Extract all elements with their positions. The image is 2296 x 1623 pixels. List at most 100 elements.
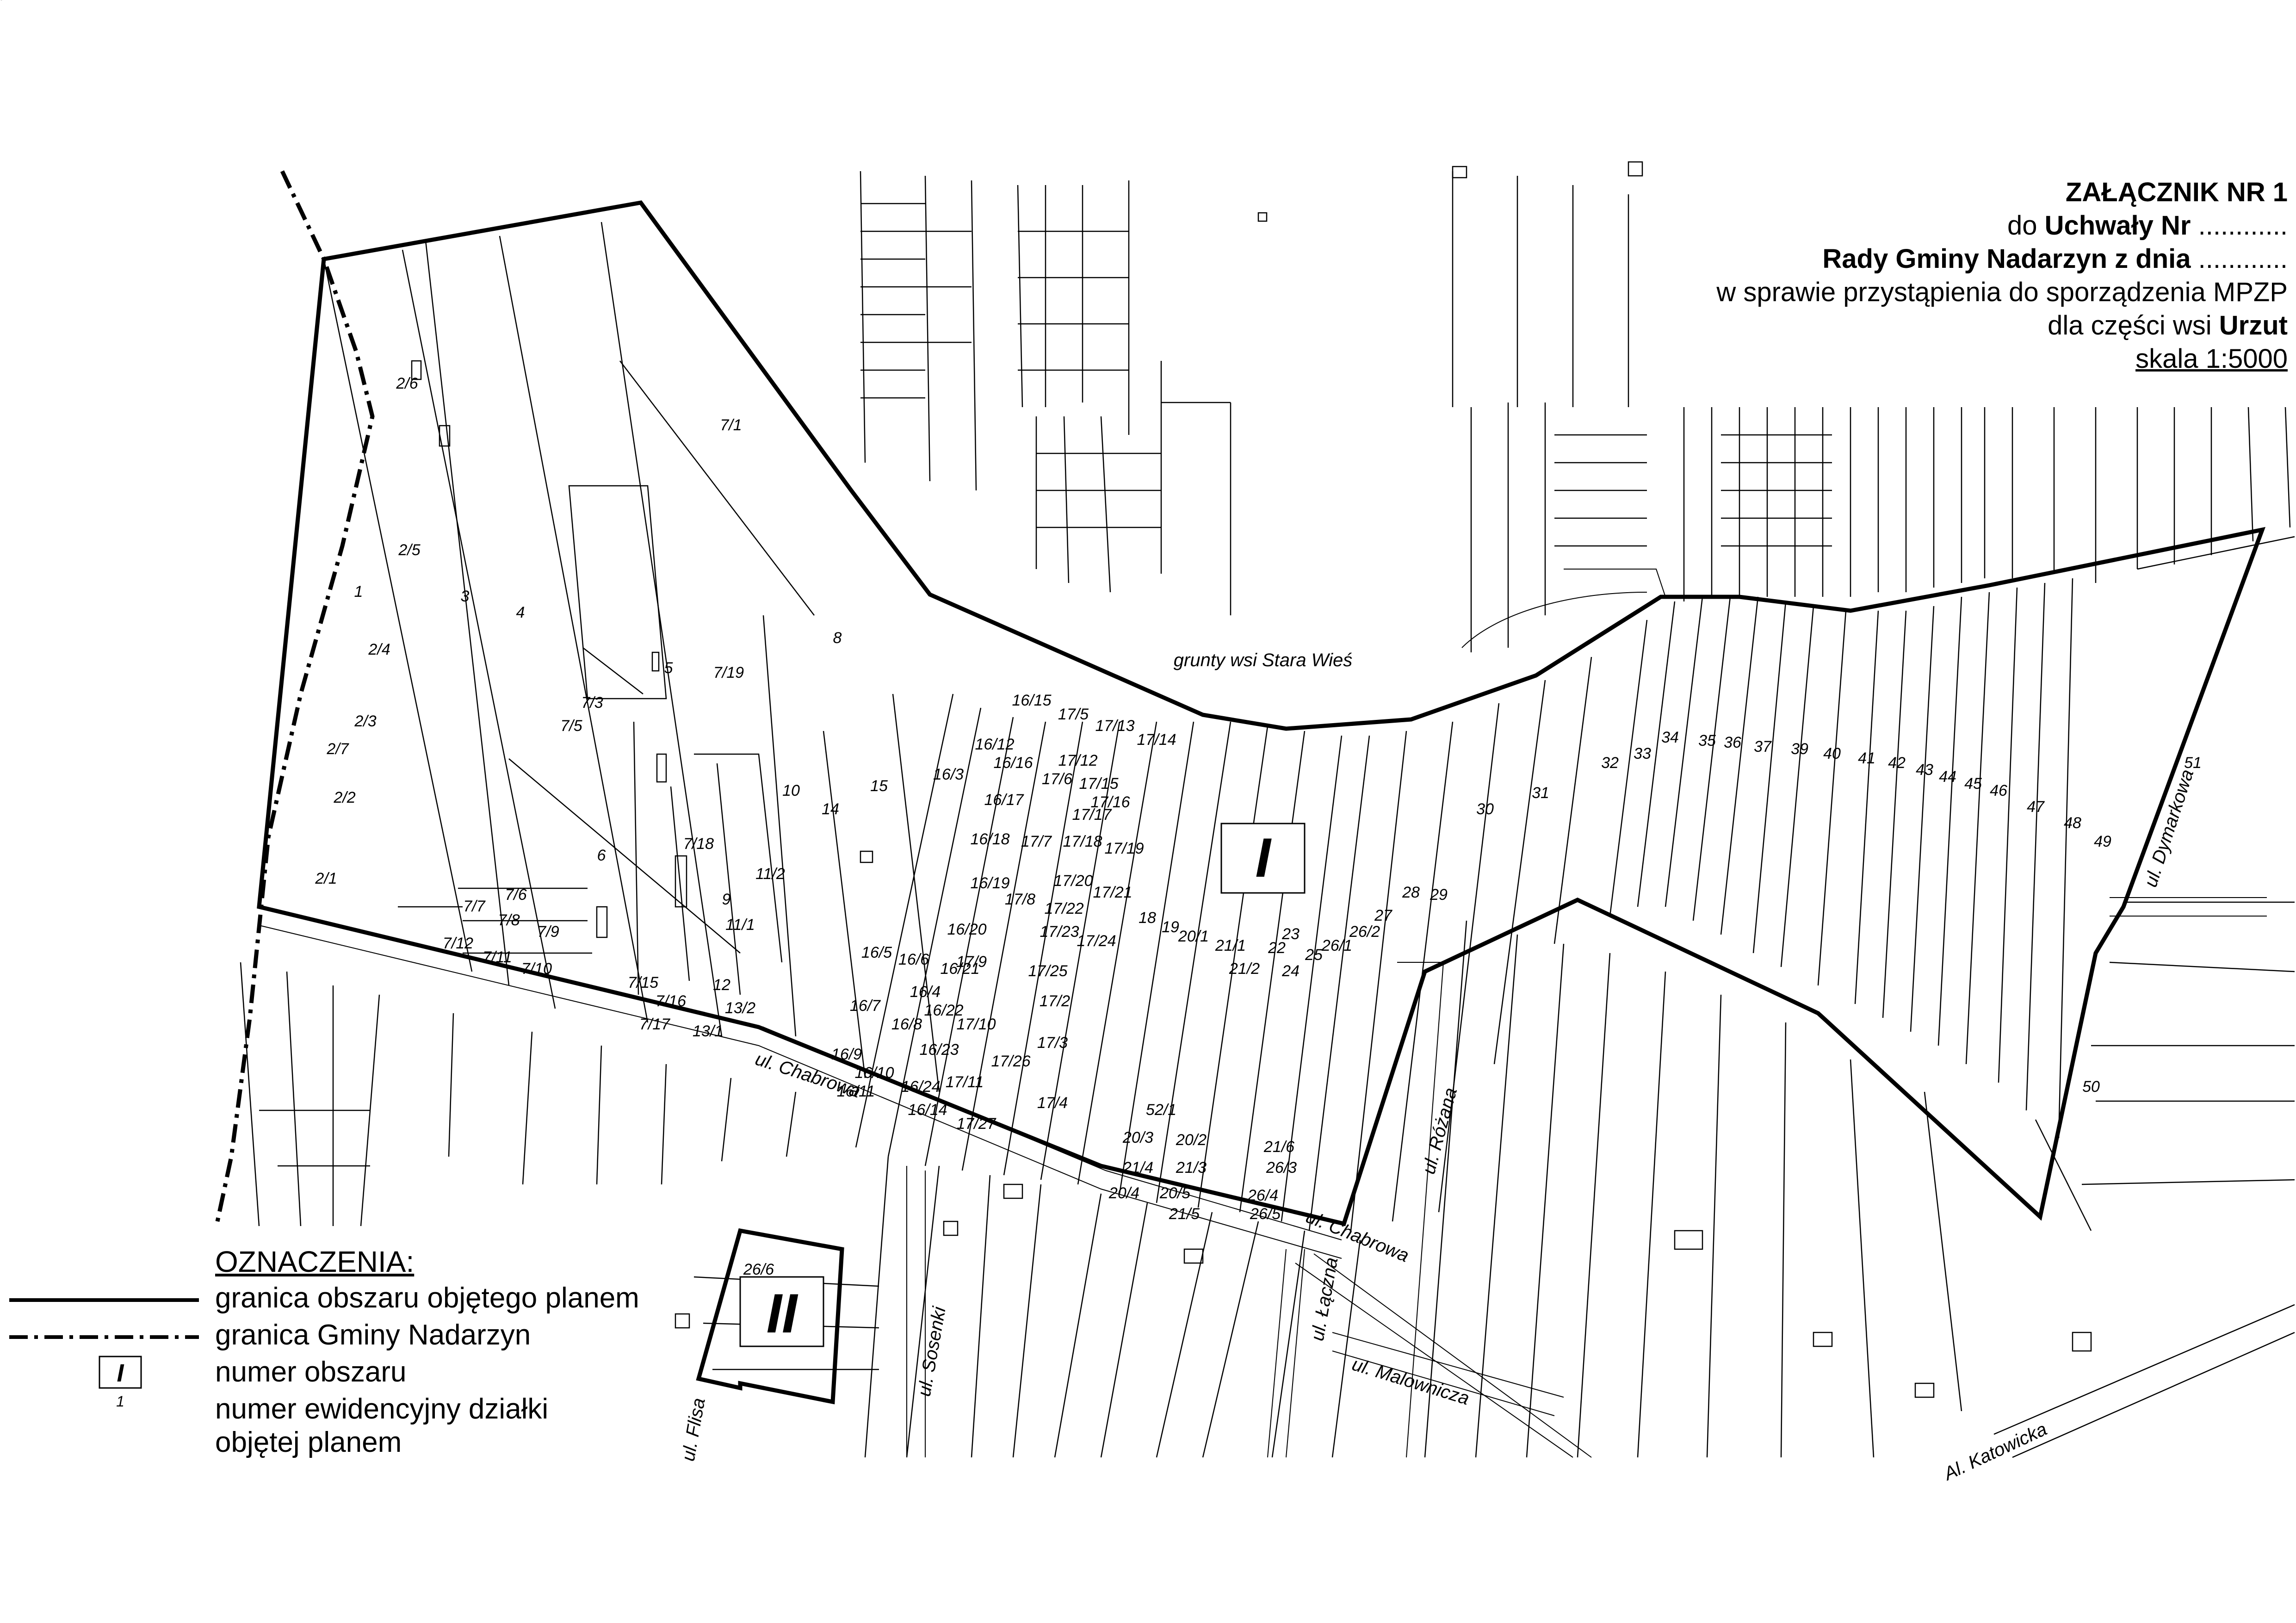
parcel-number: 2/6 (396, 375, 418, 392)
parcel-number: 36 (1724, 734, 1741, 751)
municipality-boundary-line (215, 170, 375, 1222)
parcel-number: 17/20 (1053, 872, 1093, 890)
parcel-number: 16/9 (831, 1046, 862, 1063)
parcel-number: 7/7 (463, 898, 485, 915)
title-subject: w sprawie przystąpienia do sporządzenia … (1716, 277, 2288, 307)
parcel-number: 16/21 (940, 960, 979, 978)
parcel-number: 16/4 (910, 983, 941, 1001)
parcel-number: 22 (1268, 939, 1286, 957)
area-label-II: II (767, 1282, 798, 1344)
parcel-number: 7/5 (560, 717, 582, 735)
parcel-number: 113/14 (0, 0, 24, 4)
parcel-number: 2/3 (354, 712, 376, 730)
parcel-number: 15 (870, 777, 888, 795)
parcel-number: 13/2 (725, 999, 755, 1017)
parcel-number: 20/1 (1178, 928, 1209, 945)
parcel-number: 17/24 (1077, 932, 1116, 950)
parcel-number: 16/24 (901, 1078, 940, 1096)
parcel-number: 11/2 (755, 865, 785, 883)
parcel-number: 17/27 (956, 1115, 996, 1133)
parcel-number: 45 (1964, 775, 1982, 793)
parcel-number: 29 (1430, 886, 1448, 904)
plan-area-boundary-II (696, 1228, 844, 1405)
parcel-number: 2/7 (326, 740, 349, 758)
parcel-number: 16/23 (919, 1041, 959, 1059)
legend-item: I numer obszaru (9, 1356, 657, 1389)
parcel-number: 16/7 (850, 997, 881, 1015)
parcel-number: 49 (2094, 833, 2111, 850)
parcel-number: 16/19 (970, 874, 1009, 892)
parcel-number: 7/6 (505, 886, 526, 904)
legend-item: 1 numer ewidencyjny działki (9, 1393, 657, 1426)
parcel-number: 18 (1139, 909, 1156, 927)
parcel-number: 13/1 (693, 1022, 723, 1040)
parcel-number: 26/6 (743, 1261, 774, 1278)
area-number-box-symbol: I (99, 1356, 142, 1389)
parcel-number: 1 (354, 583, 363, 601)
parcel-number: 7/19 (713, 664, 744, 681)
parcel-number: 37 (1754, 738, 1772, 756)
parcel-number: 7/18 (683, 835, 714, 853)
parcel-number: 11/1 (725, 916, 755, 934)
parcel-number: 5 (664, 659, 673, 677)
title-annex: ZAŁĄCZNIK NR 1 (2065, 177, 2288, 207)
parcel-lines (240, 161, 2295, 1458)
parcel-number: 7/11 (483, 948, 512, 966)
legend-label: numer ewidencyjny działki (215, 1393, 549, 1425)
parcel-number: 27 (1374, 907, 1392, 924)
parcel-number: 7/15 (628, 974, 658, 991)
parcel-number: 21/2 (1229, 960, 1260, 978)
dash-dot-line-symbol (9, 1335, 199, 1339)
parcel-number: 17/5 (1058, 706, 1089, 723)
parcel-number: 43 (1916, 761, 1933, 779)
street-label: ul. Sosenki (914, 1305, 950, 1398)
title-resolution: do Uchwały Nr ............ (2007, 211, 2288, 241)
svg-text:I: I (117, 1359, 124, 1387)
parcel-number: 3 (461, 588, 470, 605)
parcel-number: 17/14 (1137, 731, 1176, 749)
parcel-number: 2/1 (315, 870, 337, 887)
parcel-number: 40 (1823, 745, 1841, 762)
parcel-number: 51 (2184, 754, 2202, 772)
parcel-number: 9 (722, 891, 731, 908)
parcel-number: 26/3 (1266, 1159, 1297, 1177)
parcel-number: 26/4 (1247, 1187, 1278, 1204)
legend-item: objętej planem (9, 1426, 657, 1459)
parcel-number: 17/4 (1037, 1094, 1068, 1112)
parcel-number: 25 (1305, 946, 1323, 964)
parcel-number: 7/9 (537, 923, 559, 941)
area-number-box-II: II (739, 1276, 824, 1347)
parcel-number: 32 (1601, 754, 1619, 772)
parcel-number: 16/18 (970, 830, 1009, 848)
parcel-number: 17/8 (1005, 891, 1035, 908)
parcel-number: 16/8 (891, 1016, 922, 1033)
parcel-number: 17/23 (1040, 923, 1079, 941)
title-block: ZAŁĄCZNIK NR 1 do Uchwały Nr ...........… (1594, 176, 2288, 376)
parcel-number: 17/18 (1063, 833, 1102, 850)
parcel-number: 8 (833, 629, 842, 647)
parcel-number: 17/12 (1058, 752, 1097, 769)
parcel-number: 20/5 (1159, 1184, 1190, 1202)
legend-label: granica obszaru objętego planem (215, 1282, 639, 1314)
parcel-number: 26/5 (1250, 1205, 1281, 1223)
street-label: ul. Łączna (1307, 1256, 1342, 1342)
parcel-number: 17/19 (1104, 840, 1144, 857)
parcel-number: 14 (822, 800, 839, 818)
parcel-number: 17/22 (1044, 900, 1083, 917)
parcel-number: 26/2 (1349, 923, 1380, 941)
legend-label: numer obszaru (215, 1356, 407, 1388)
parcel-number: 16/14 (908, 1101, 947, 1119)
parcel-number: 17/2 (1040, 992, 1070, 1010)
parcel-number: 7/10 (521, 960, 552, 978)
parcel-number-symbol: 1 (116, 1393, 124, 1410)
parcel-number: 7/1 (720, 416, 742, 434)
parcel-number: 16/17 (984, 791, 1024, 809)
parcel-number: 21/6 (1263, 1138, 1294, 1156)
area-number-box-I: I (1220, 823, 1306, 894)
parcel-number: 16/22 (924, 1002, 963, 1019)
parcel-number: 16/5 (861, 944, 892, 961)
parcel-number: 20/2 (1176, 1131, 1207, 1149)
parcel-number: 16/15 (1012, 692, 1051, 709)
parcel-number: 17/6 (1042, 770, 1072, 788)
parcel-number: 31 (1532, 784, 1549, 802)
